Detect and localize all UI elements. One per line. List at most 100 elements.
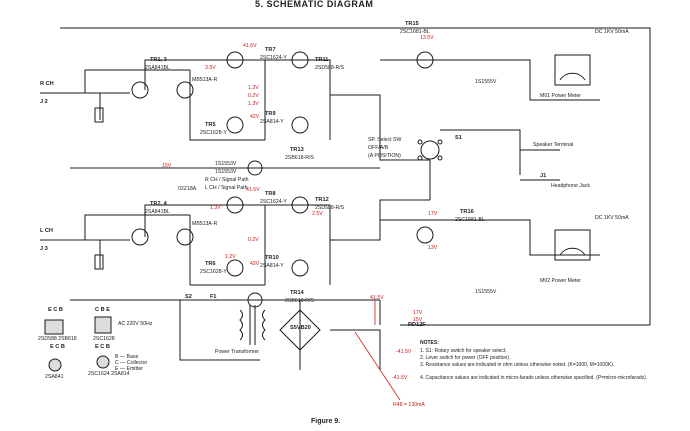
voltage-v12: 42V [250,261,260,267]
tr11-label: TR11 [315,57,329,63]
headphone-jack-j1: J1 [540,173,547,179]
pinout-ecb-1: E C B [48,307,63,313]
rd12f-zener-label: RD12F [408,322,426,328]
voltage-v3: 1.3V [248,85,259,91]
voltage-v11: 1.2V [225,254,236,260]
voltage-v14: 13.5V [420,35,434,41]
tr10-label: TR10 [265,255,279,261]
voltage-v9: 1.3V [210,205,221,211]
r48-current-note: R48 = 130mA [393,402,425,408]
input-label-l-ch: L CH [40,228,53,234]
tr7-part: 2SC1624-Y [260,55,287,61]
voltage-v21: -41.5V [392,375,408,381]
r-ch-signal-path-label: R CH / Signal Path [205,177,249,183]
bridge-rectifier-label: S5VB20 [290,325,311,331]
headphone-jack-label: Headphone Jack [551,183,590,189]
ac-input-label: AC 220V 50Hz [118,321,153,327]
voltage-v16: 13V [428,245,438,251]
pinout-cbe-2: C B E [95,307,110,313]
tr8-part: 2SC1624-Y [260,199,287,205]
tr14-part: 2SB618-R/S [285,298,314,304]
note-1: 1. S1: Rotary switch for speaker select. [420,348,507,354]
speaker-terminal-label: Speaker Terminal [533,142,574,148]
pinout-ecb-4-parts: 2SA841 [45,374,64,380]
input-jack-j3: J 3 [40,246,48,252]
voltage-v18: -41.5V [396,349,412,355]
diode-d1: 1S1553V [215,161,237,167]
note-3: 3. Resistance values are indicated in oh… [420,362,615,368]
page-title: 5. SCHEMATIC DIAGRAM [255,0,374,9]
speaker-select-switch-positions: OFF/A/B [368,145,389,151]
switch-s2-label: S2 [185,294,192,300]
speaker-select-switch-label: SP. Select SW [368,137,402,143]
l-ch-signal-path-label: L CH / Signal Path [205,185,248,191]
voltage-v5: 1.3V [248,101,259,107]
switch-s1-label: S1 [455,135,462,141]
diode-d5: MB513A-R [192,77,218,83]
voltage-v17: 41.5V [370,295,384,301]
tr14-label: TR14 [290,290,304,296]
voltage-v4: 0.2V [248,93,259,99]
pinout-cbe-2-parts: 2SC1628 [93,336,115,342]
tr10-part: 2SA814-Y [260,263,284,269]
m01-power-meter-label: M01 Power Meter [540,93,581,99]
fuse-f1-label: F1 [210,294,217,300]
tr6-label: TR6 [205,261,216,267]
tr1-3-label: TR1, 3 [150,57,167,63]
tr5-part: 2SC1628-Y [200,130,227,136]
pinout-legend-collector: C — Collector [115,360,148,366]
tr16-label: TR16 [460,209,474,215]
diode-d4: 1S1555V [475,289,497,295]
diode-d7: 02Z18A [178,186,197,192]
pinout-legend-emitter: E — Emitter [115,366,143,372]
input-label-r-ch: R CH [40,81,54,87]
diode-d6: MB513A-R [192,221,218,227]
tr15-part: 2SC1681-BL [400,29,430,35]
tr7-label: TR7 [265,47,276,53]
diode-d3: 1S1555V [475,79,497,85]
pinout-legend-base: B — Base [115,354,139,360]
tr6-part: 2SC1628-Y [200,269,227,275]
tr8-label: TR8 [265,191,276,197]
note-2: 2. Lever switch for power (OFF position)… [420,355,511,361]
voltage-v10: 0.2V [248,237,259,243]
voltage-v13: 2.5V [312,211,323,217]
pinout-ecb-3-parts: 2SC1624 2SA814 [88,371,130,377]
voltage-v15: 17V [428,211,438,217]
pinout-ecb-3: E C B [95,344,110,350]
tr13-part: 2SB618-R/S [285,155,314,161]
tr2-4-label: TR2, 4 [150,201,167,207]
voltage-v7: 15V [162,163,172,169]
voltage-v1: 41.5V [243,43,257,49]
tr16-part: 2SC1681-BL [455,217,485,223]
voltage-v6: 42V [250,114,260,120]
pinout-ecb-1-parts: 2SD588 2SB618 [38,336,77,342]
m02-power-meter-label: M02 Power Meter [540,278,581,284]
tr15-label: TR15 [405,21,419,27]
tr2-4-part: 2SA841BL [145,209,170,215]
tr11-part: 2SD588-R/S [315,65,345,71]
voltage-v20: 15V [413,317,423,323]
speaker-select-switch-note: (A POSITION) [368,153,401,159]
pinout-ecb-4: E C B [50,344,65,350]
notes-heading: NOTES: [420,340,439,346]
dc-meter-rating-1: DC 1KV 50mA [595,29,629,35]
tr12-part: 2SD588-R/S [315,205,345,211]
tr5-label: TR5 [205,122,216,128]
tr9-part: 2SA814-Y [260,119,284,125]
input-jack-j2: J 2 [40,99,48,105]
tr12-label: TR12 [315,197,329,203]
dc-meter-rating-2: DC 1KV 50mA [595,215,629,221]
note-4: 4. Capacitance values are indicated in m… [420,375,648,381]
voltage-v2: 3.5V [205,65,216,71]
voltage-v8: 41.5V [246,187,260,193]
tr13-label: TR13 [290,147,304,153]
power-transformer-label: Power Transformer [215,349,260,355]
voltage-v19: 17V [413,310,423,316]
tr9-label: TR9 [265,111,276,117]
figure-caption: Figure 9. [311,418,341,425]
diode-d2: 1S1553V [215,169,237,175]
tr1-3-part: 2SA841BL [145,65,170,71]
